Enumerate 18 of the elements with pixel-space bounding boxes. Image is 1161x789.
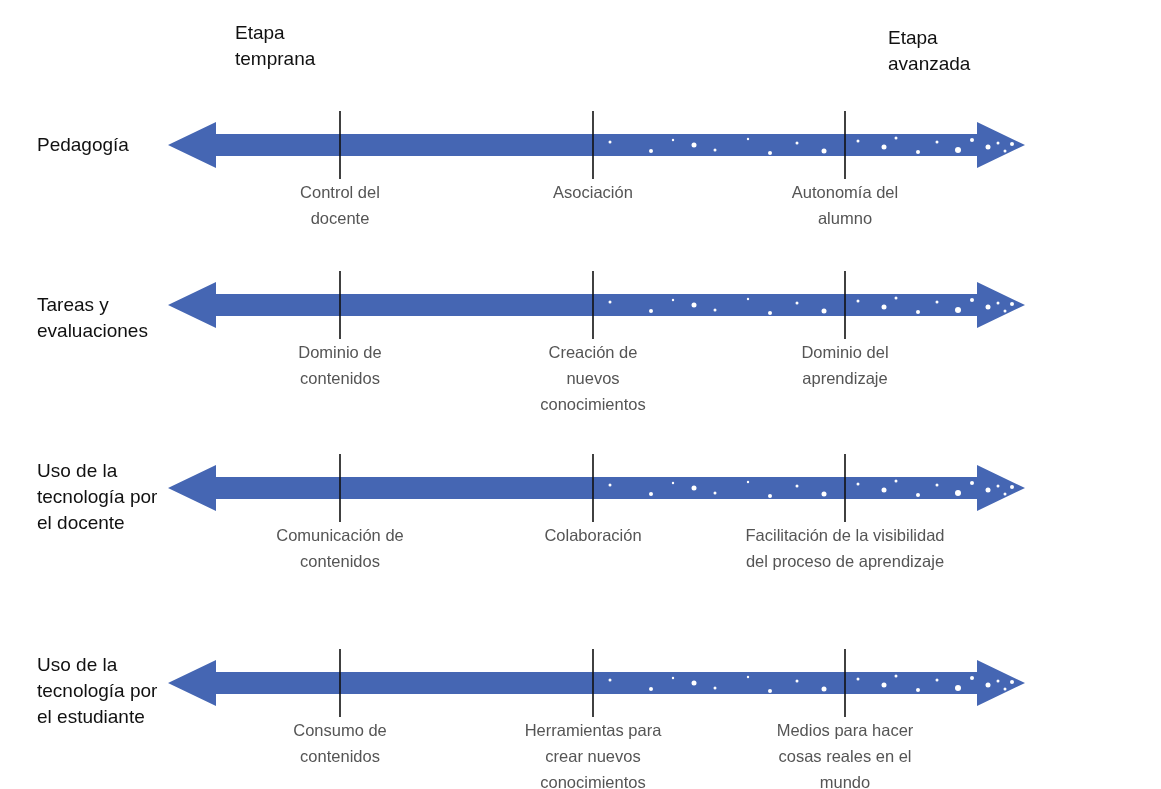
tick-label: Control del docente — [299, 182, 381, 229]
row-heading: Uso de la tecnología por el docente — [37, 459, 159, 535]
tick-label: Facilitación de la visibilidad del proceso de aprendizaje — [745, 525, 945, 572]
tick-label: Colaboración — [543, 525, 643, 546]
tick-label: Creación de nuevos conocimientos — [539, 342, 647, 415]
tick-label: Medios para hacer cosas reales en el mundo — [775, 720, 915, 789]
row-heading: Pedagogía — [37, 133, 130, 157]
row-heading: Uso de la tecnología por el estudiante — [37, 653, 159, 729]
stage-label: Etapa avanzada — [888, 26, 972, 76]
tick-label: Autonomía del alumno — [790, 182, 900, 229]
stage-label: Etapa temprana — [235, 21, 317, 71]
tick-label: Dominio de contenidos — [297, 342, 383, 389]
tick-label: Consumo de contenidos — [292, 720, 388, 767]
tick-label: Comunicación de contenidos — [275, 525, 405, 572]
tick-label: Asociación — [552, 182, 634, 203]
row-heading: Tareas y evaluaciones — [37, 293, 149, 343]
tick-label: Herramientas para crear nuevos conocimientos — [523, 720, 663, 789]
tick-label: Dominio del aprendizaje — [800, 342, 890, 389]
